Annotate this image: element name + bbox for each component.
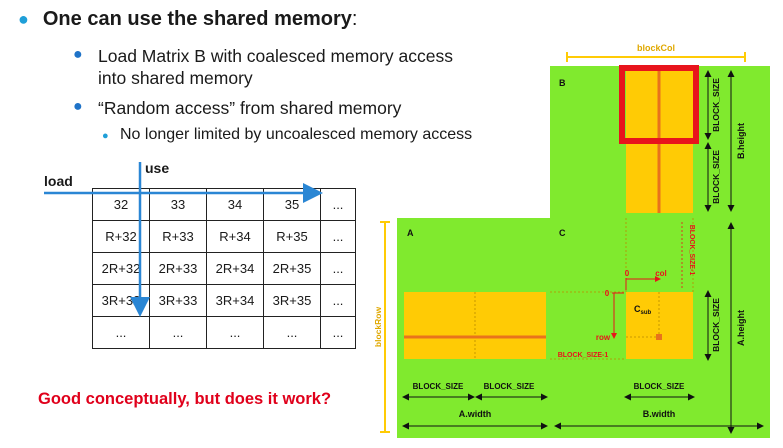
table-cell: 3R+35 [263,284,321,317]
sub-bullet-load: Load Matrix B with coalesced memory acce… [98,45,453,89]
bullet-icon: ● [73,98,83,115]
matrix-a-label: A [407,228,414,238]
a-block-size-label: BLOCK_SIZE [413,382,464,391]
main-bullet-text: One can use the shared memory [42,8,352,30]
c-sub-text: C [634,304,641,314]
sub-sub-bullet: No longer limited by uncoalesced memory … [120,126,473,143]
sub-bullet-random: “Random access” from shared memory [98,98,402,118]
c-sub-block [626,292,693,359]
bullet-icon: ● [102,130,109,142]
table-cell: ... [320,284,356,317]
block-row-label: blockRow [373,307,383,348]
use-label: use [145,160,170,176]
table-cell: R+34 [206,220,264,253]
table-cell: R+33 [149,220,207,253]
c-block-size-horizontal-label: BLOCK_SIZE [634,382,685,391]
a-width-label: A.width [459,409,492,419]
table-row: R+32 R+33 R+34 R+35 ... [92,220,356,253]
c-row-label: row [596,333,611,342]
table-cell: 3R+33 [149,284,207,317]
c-block-size-minus-1-horizontal: BLOCK_SIZE-1 [558,352,609,359]
matrix-b-label: B [559,78,566,88]
c-col-zero: 0 [625,269,630,278]
a-height-label: A.height [736,310,746,346]
c-element [656,334,662,340]
table-cell: ... [320,188,356,221]
block-col-label: blockCol [637,43,675,53]
b-block-size-label: BLOCK_SIZE [711,78,721,132]
main-bullet-colon: : [351,8,358,30]
question-text: Good conceptually, but does it work? [38,390,332,408]
b-width-label: B.width [643,409,676,419]
block-col-bracket: blockCol [566,43,746,62]
load-label: load [44,173,73,189]
b-block-size-label: BLOCK_SIZE [711,150,721,204]
table-cell: ... [149,316,207,349]
sub-bullet-load-line2: into shared memory [98,68,253,88]
main-bullet: ● One can use the shared memory: [18,8,357,31]
c-sub-subscript: sub [641,310,652,316]
a-block-size-label: BLOCK_SIZE [484,382,535,391]
bullet-icon: ● [18,9,29,29]
table-row: ... ... ... ... ... [92,316,356,349]
table-cell: R+35 [263,220,321,253]
table-cell: 2R+35 [263,252,321,285]
c-row-zero: 0 [605,289,610,298]
shared-memory-highlight [619,65,699,144]
block-row-bracket: blockRow [373,221,390,433]
c-block-size-vertical-label: BLOCK_SIZE [711,298,721,352]
table-cell: ... [320,316,356,349]
sub-bullet-load-line1: Load Matrix B with coalesced memory acce… [98,46,453,66]
table-cell: ... [320,220,356,253]
c-block-size-minus-1-vertical: BLOCK_SIZE-1 [688,225,695,276]
c-sub-label: Csub [634,304,652,316]
c-col-label: col [655,269,667,278]
b-height-label: B.height [736,123,746,159]
bullet-icon: ● [73,46,83,63]
table-cell: 2R+33 [149,252,207,285]
table-cell: ... [92,316,150,349]
matrix-c-label: C [559,228,566,238]
